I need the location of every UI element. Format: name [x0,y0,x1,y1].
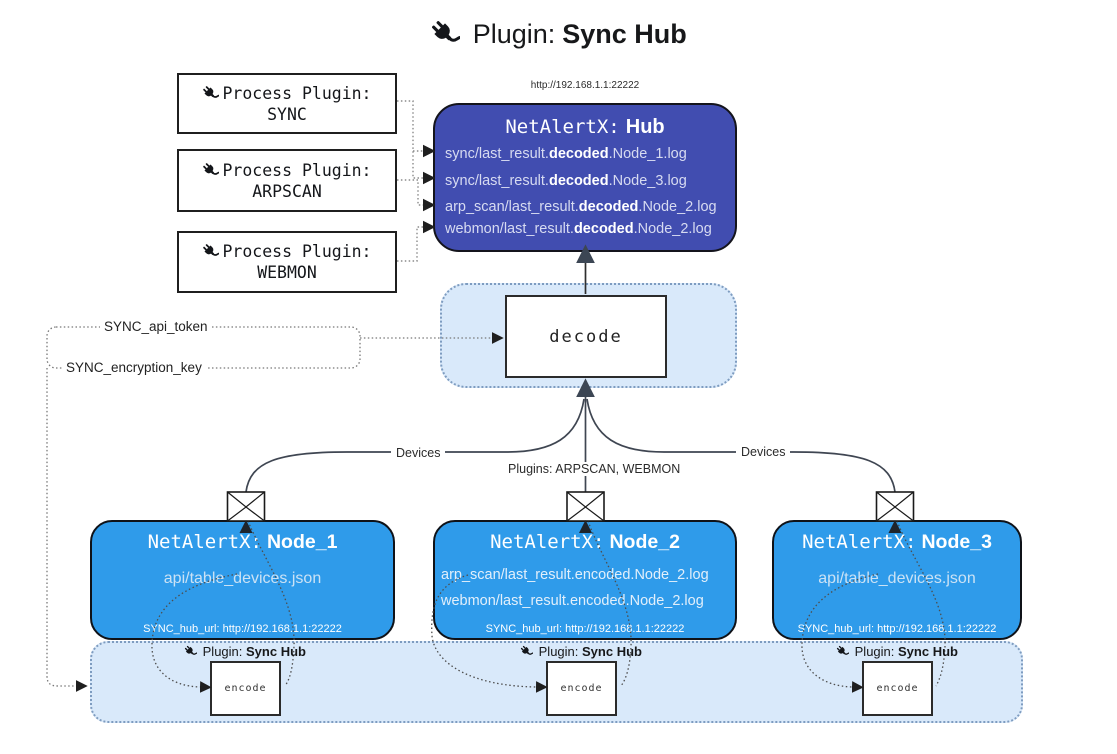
page-title-name: Sync Hub [562,19,687,49]
node-title: NetAlertX:Node_3 [802,531,992,553]
plug-icon [520,645,533,658]
process-plugin-label: Process Plugin: [202,160,372,180]
plug-icon [202,243,219,260]
sync-encryption-key-label: SYNC_encryption_key [62,360,206,375]
sync-plugin-label: Plugin: Sync Hub [812,644,982,659]
plug-icon [202,85,219,102]
page-title: Plugin:Sync Hub [0,19,1117,50]
page-title-prefix: Plugin: [472,19,556,49]
edge-label-devices-left: Devices [391,446,446,460]
node-file-line: api/table_devices.json [163,570,322,587]
hub-log-line: sync/last_result.decoded.Node_1.log [445,146,687,162]
node-title: NetAlertX:Node_2 [490,531,680,553]
process-plugin-label-text: Process Plugin: [222,160,372,180]
process-plugin-label: Process Plugin: [202,242,372,261]
decode-box: decode [505,295,667,378]
encode-box: encode [210,661,281,716]
process-plugin-box-sync: Process Plugin: SYNC [177,73,397,134]
hub-title-prefix: NetAlertX: [505,116,620,138]
edge-label-devices-right: Devices [736,445,791,459]
process-plugin-name: SYNC [267,104,307,124]
edge-label-plugins: Plugins: ARPSCAN, WEBMON [503,462,686,476]
sync-api-token-label: SYNC_api_token [100,319,212,334]
encode-box: encode [546,661,617,716]
plug-icon [202,162,219,179]
process-plugin-label: Process Plugin: [202,83,372,103]
sync-plugin-label: Plugin: Sync Hub [160,644,330,659]
hub-log-line: sync/last_result.decoded.Node_3.log [445,173,687,189]
encode-box: encode [862,661,933,716]
process-plugin-box-webmon: Process Plugin: WEBMON [177,231,397,293]
hub-box: NetAlertX:Hub sync/last_result.decoded.N… [433,103,737,252]
process-plugin-label-text: Process Plugin: [222,242,372,261]
hub-log-line: arp_scan/last_result.decoded.Node_2.log [445,199,717,215]
plugin-hub-connectors [397,100,436,262]
node-file-line: arp_scan/last_result.encoded.Node_2.log [441,567,709,583]
sync-plugin-label: Plugin: Sync Hub [496,644,666,659]
node-box-node1: NetAlertX:Node_1 api/table_devices.json … [90,520,395,640]
node-box-node3: NetAlertX:Node_3 api/table_devices.json … [772,520,1022,640]
process-plugin-name: ARPSCAN [252,181,322,201]
envelope-icon [226,491,266,522]
node-hub-url: SYNC_hub_url: http://192.168.1.1:22222 [485,623,685,635]
process-plugin-label-text: Process Plugin: [222,83,372,103]
hub-log-line: webmon/last_result.decoded.Node_2.log [445,221,712,237]
hub-url: http://192.168.1.1:22222 [530,80,640,91]
process-plugin-name: WEBMON [257,263,317,282]
nodes-to-decode-fan [245,378,896,493]
node-title: NetAlertX:Node_1 [147,531,338,553]
plug-icon [430,19,460,49]
process-plugin-box-arpscan: Process Plugin: ARPSCAN [177,149,397,212]
envelope-icon [875,491,915,522]
envelope-icon [566,491,605,522]
node-file-line: api/table_devices.json [818,570,976,587]
hub-title: NetAlertX:Hub [435,116,735,139]
plug-icon [836,645,849,658]
node-hub-url: SYNC_hub_url: http://192.168.1.1:22222 [143,623,342,635]
plug-icon [184,645,197,658]
node-file-line: webmon/last_result.encoded.Node_2.log [441,593,704,609]
node-box-node2: NetAlertX:Node_2 arp_scan/last_result.en… [433,520,737,640]
hub-title-name: Hub [625,116,665,138]
node-hub-url: SYNC_hub_url: http://192.168.1.1:22222 [797,623,997,635]
